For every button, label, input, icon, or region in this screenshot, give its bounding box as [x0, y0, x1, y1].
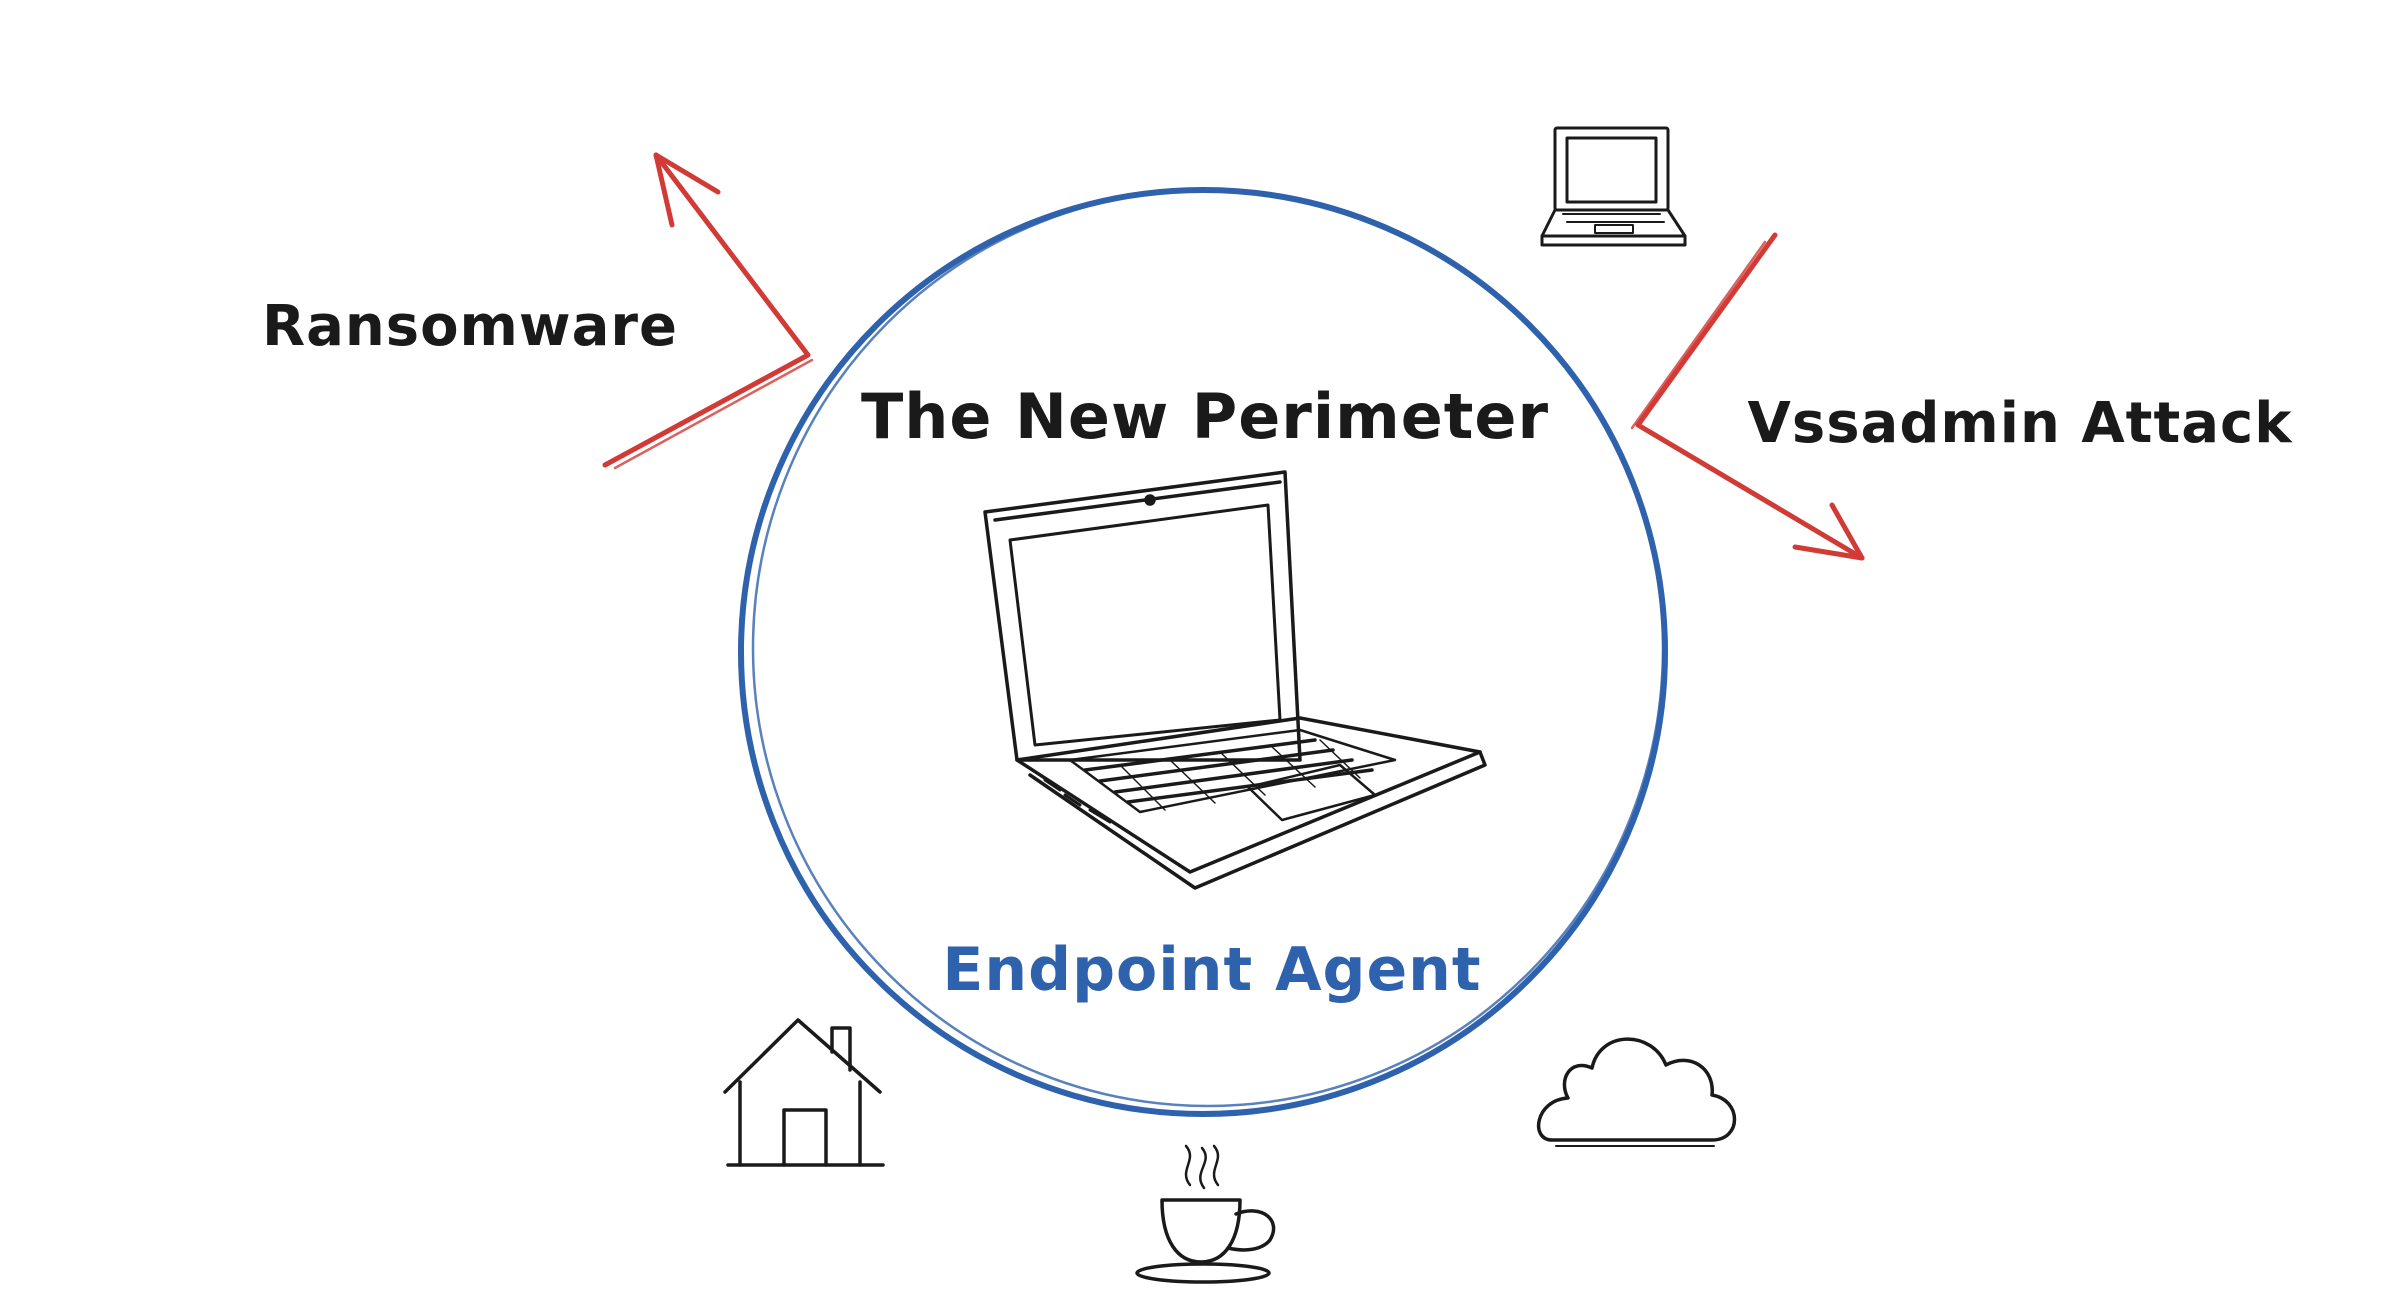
- laptop-icon: [1540, 126, 1687, 247]
- vssadmin-deflect-arrow: [1630, 232, 1865, 561]
- coffee-cup-icon: [1135, 1144, 1276, 1284]
- laptop-icon: [983, 470, 1487, 890]
- cloud-icon: [1536, 1037, 1737, 1147]
- vssadmin-attack-label: Vssadmin Attack: [1748, 391, 2294, 456]
- ransomware-label: Ransomware: [262, 294, 678, 359]
- perimeter-circle: [738, 187, 1668, 1117]
- ransomware-deflect-arrow: [602, 152, 814, 470]
- house-icon: [723, 1018, 885, 1167]
- diagram-title: The New Perimeter: [861, 380, 1549, 453]
- endpoint-agent-label: Endpoint Agent: [942, 935, 1481, 1005]
